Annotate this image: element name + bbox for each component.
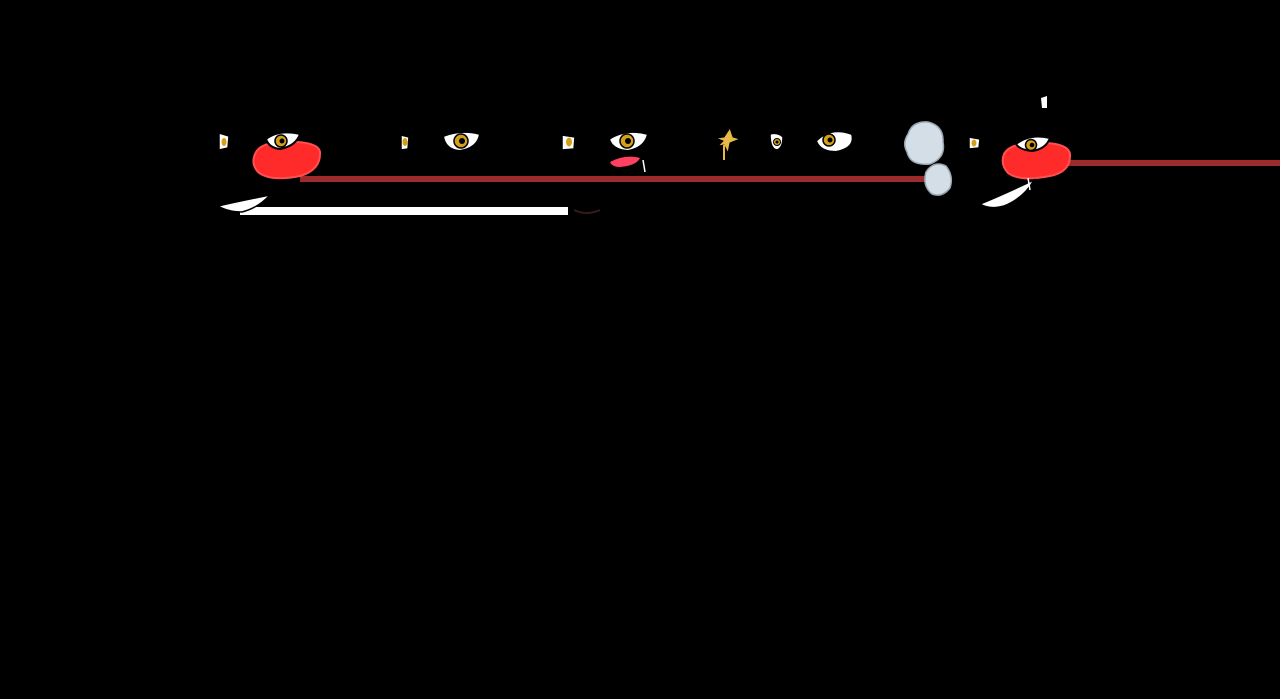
feather-icon	[216, 193, 273, 213]
mouth-icon	[573, 209, 601, 214]
frame-2	[400, 130, 482, 153]
frame-5	[904, 96, 1072, 209]
antenna-icon	[1041, 96, 1047, 108]
small-eye-icon	[400, 134, 410, 151]
small-eye-icon	[218, 131, 230, 151]
tongue-icon	[610, 156, 646, 173]
health-bar-icon	[240, 207, 568, 215]
eye-icon	[441, 130, 482, 153]
small-eye-icon	[769, 132, 784, 151]
frame-4	[714, 126, 854, 160]
eye-icon	[814, 130, 854, 154]
small-eye-icon	[561, 134, 576, 151]
frame-3	[561, 130, 650, 214]
small-eye-icon	[968, 136, 981, 150]
feather-icon	[978, 177, 1036, 209]
red-line-icon	[300, 160, 1280, 182]
frame-1	[216, 131, 322, 213]
spark-icon	[714, 126, 742, 160]
eye-icon	[1014, 135, 1052, 153]
smoke-icon	[904, 121, 953, 196]
eye-icon	[607, 130, 650, 153]
eye-icon	[264, 131, 302, 151]
